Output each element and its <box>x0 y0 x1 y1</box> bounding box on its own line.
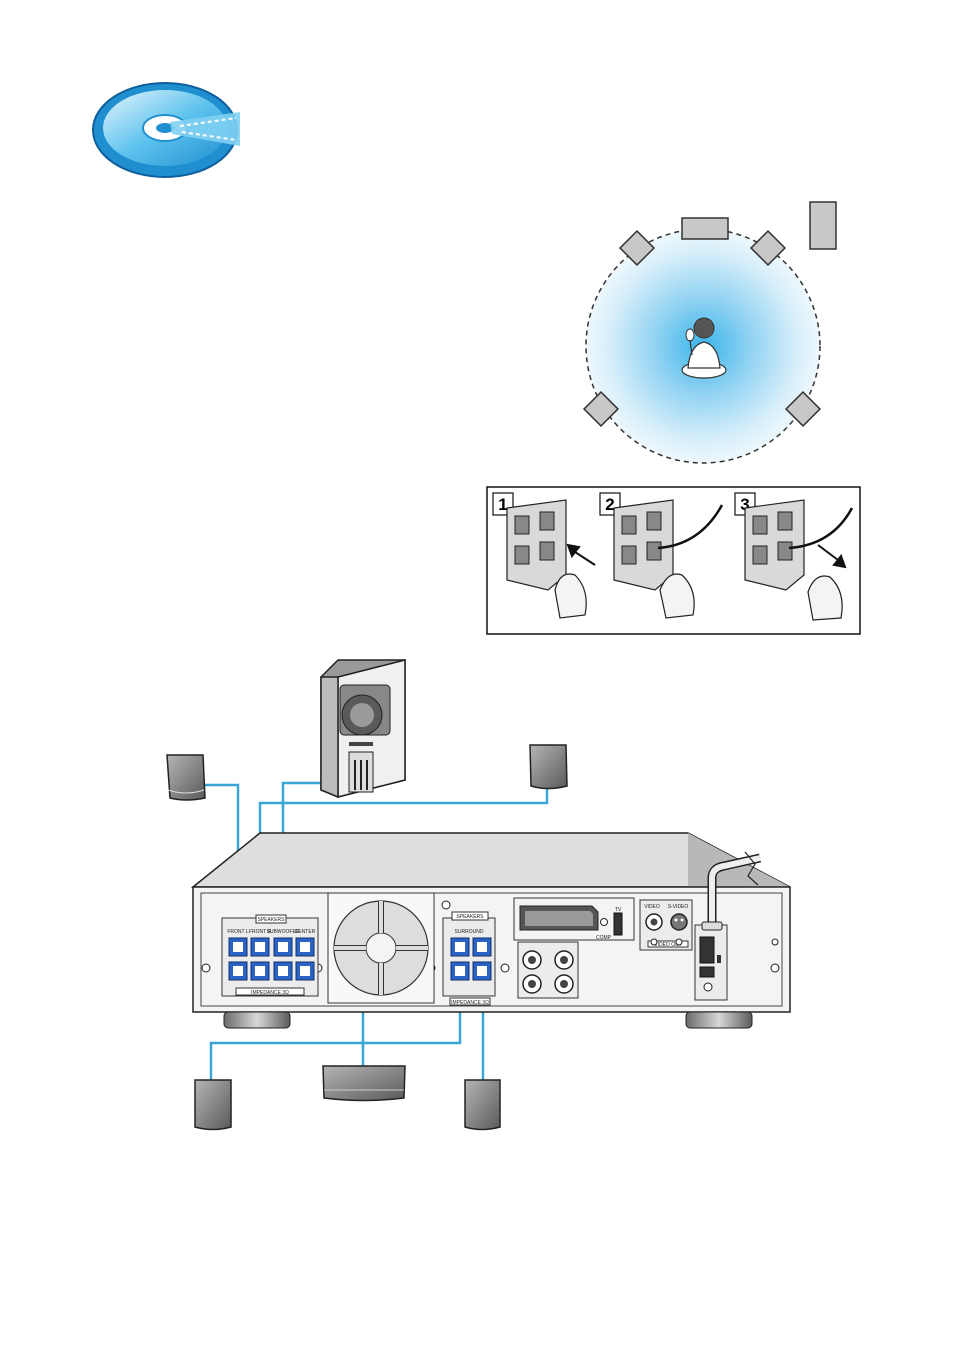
disc-icon <box>93 83 240 177</box>
step-1-number: 1 <box>498 495 507 514</box>
terminal-steps-panel: 1 2 3 <box>487 487 860 634</box>
subwoofer-icon <box>810 202 836 249</box>
speaker-terminals-main: SPEAKERS FRONT L FRONT R SUBWOOFER CENTE… <box>222 915 318 996</box>
speaker-terminals-surround: SPEAKERS SURROUND IMPEDANCE 3Ω <box>443 912 495 1006</box>
front-l-label: FRONT L <box>227 929 249 935</box>
s-video-label: S-VIDEO <box>668 904 689 910</box>
subwoofer-speaker <box>321 660 405 797</box>
receiver-unit: SPEAKERS FRONT L FRONT R SUBWOOFER CENTE… <box>193 833 790 1028</box>
video-label: VIDEO <box>644 904 660 910</box>
foot-right <box>686 1012 752 1028</box>
room-layout-diagram <box>584 202 836 463</box>
impedance-label-left: IMPEDANCE 3Ω <box>251 990 289 996</box>
scart-connector: TV COMP <box>514 898 634 941</box>
front-right-speaker <box>530 745 567 789</box>
comp-switch-label: COMP <box>596 935 612 941</box>
impedance-label-right: IMPEDANCE 3Ω <box>451 1000 489 1006</box>
center-label: CENTER <box>295 929 316 935</box>
surround-label: SURROUND <box>455 929 484 935</box>
front-left-speaker <box>167 755 205 800</box>
step-2-number: 2 <box>605 495 614 514</box>
cooling-fan-grille <box>328 893 434 1003</box>
center-speaker <box>323 1066 405 1101</box>
speakers-label-left: SPEAKERS <box>258 917 286 923</box>
tv-switch-label: TV <box>615 907 622 913</box>
center-speaker-icon <box>682 218 728 239</box>
rear-right-speaker <box>465 1080 500 1130</box>
foot-left <box>224 1012 290 1028</box>
rear-left-speaker <box>195 1080 231 1130</box>
rca-jacks <box>518 942 578 998</box>
speakers-label-right: SPEAKERS <box>457 914 485 920</box>
video-outputs: VIDEO S-VIDEO VIDEO OUT <box>640 900 692 950</box>
